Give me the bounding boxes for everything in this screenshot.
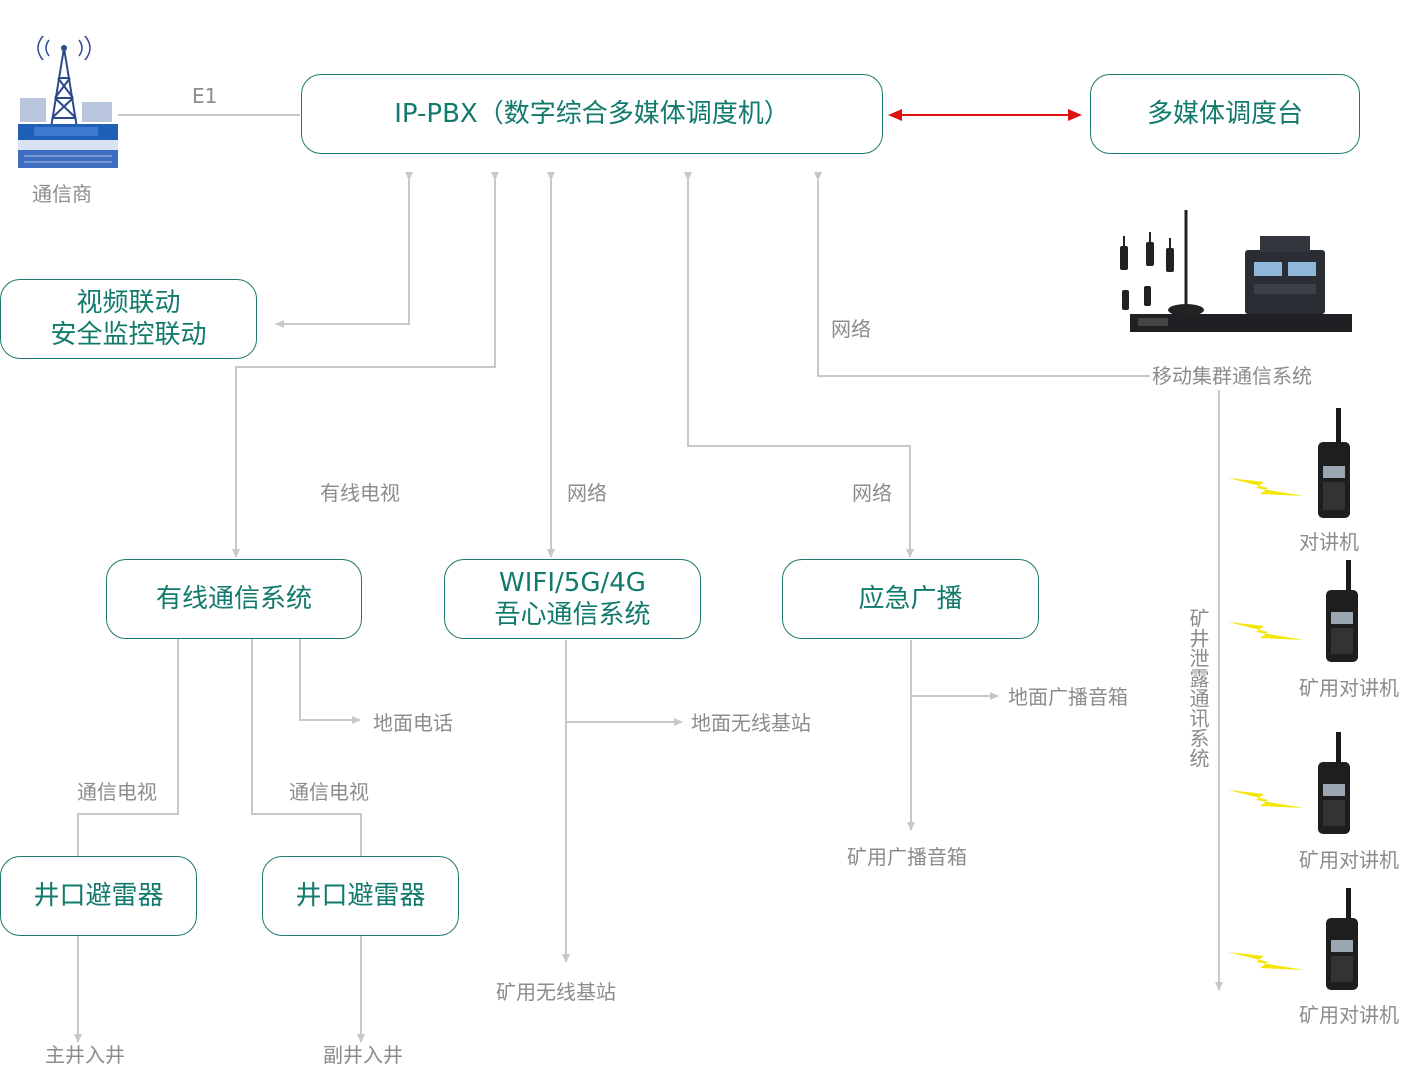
ground-speaker-label: 地面广播音箱 — [1008, 685, 1128, 709]
wifi-line2: 吾心通信系统 — [494, 600, 651, 630]
lightning-signal-icon — [1228, 952, 1304, 970]
radio-label-2: 矿用对讲机 — [1299, 676, 1399, 700]
wired-label: 有线通信系统 — [155, 584, 312, 614]
arrester-box-2: 井口避雷器 — [262, 856, 459, 936]
trunk-radio-equipment-icon — [1120, 210, 1352, 332]
console-label: 多媒体调度台 — [1146, 99, 1303, 129]
mine-speaker-label: 矿用广播音箱 — [847, 845, 967, 869]
walkie-talkie-icon — [1326, 560, 1358, 662]
multimedia-console-box: 多媒体调度台 — [1090, 74, 1360, 154]
radio-label-3: 矿用对讲机 — [1299, 848, 1399, 872]
wifi-system-box: WIFI/5G/4G 吾心通信系统 — [444, 559, 701, 639]
lightning-signal-icon — [1228, 622, 1304, 640]
main-shaft-label: 主井入井 — [45, 1043, 125, 1067]
lightning-signal-icon — [1228, 478, 1304, 496]
video-linkage-box: 视频联动 安全监控联动 — [0, 279, 257, 359]
leaky-system-label: 矿井泄露通讯系统 — [1184, 608, 1213, 768]
network-trunk-label: 网络 — [831, 317, 871, 341]
walkie-talkie-icon — [1318, 732, 1350, 834]
e1-label: E1 — [192, 84, 218, 108]
wifi-line1: WIFI/5G/4G — [499, 568, 646, 598]
network-wifi-label: 网络 — [567, 481, 607, 505]
radio-label-4: 矿用对讲机 — [1299, 1003, 1399, 1027]
cell-tower-icon — [18, 35, 118, 168]
wired-system-box: 有线通信系统 — [106, 559, 362, 639]
emergency-broadcast-box: 应急广播 — [782, 559, 1039, 639]
mine-wireless-label: 矿用无线基站 — [496, 980, 616, 1004]
comm-tv-label-1: 通信电视 — [77, 780, 157, 804]
video-line1: 视频联动 — [76, 288, 181, 318]
carrier-label: 通信商 — [32, 182, 92, 206]
arrester-label-2: 井口避雷器 — [295, 881, 426, 911]
ground-wireless-label: 地面无线基站 — [691, 711, 811, 735]
network-broadcast-label: 网络 — [852, 481, 892, 505]
ip-pbx-label: IP-PBX（数字综合多媒体调度机） — [394, 99, 790, 129]
ip-pbx-box: IP-PBX（数字综合多媒体调度机） — [301, 74, 883, 154]
trunk-system-label: 移动集群通信系统 — [1152, 364, 1312, 388]
radio-label-1: 对讲机 — [1299, 530, 1359, 554]
cable-tv-label: 有线电视 — [320, 481, 400, 505]
arrester-label-1: 井口避雷器 — [33, 881, 164, 911]
comm-tv-label-2: 通信电视 — [289, 780, 369, 804]
ground-phone-label: 地面电话 — [373, 711, 453, 735]
walkie-talkie-icon — [1318, 408, 1350, 518]
video-line2: 安全监控联动 — [50, 320, 207, 350]
lightning-signal-icon — [1228, 790, 1304, 808]
aux-shaft-label: 副井入井 — [323, 1043, 403, 1067]
broadcast-label: 应急广播 — [858, 584, 963, 614]
walkie-talkie-icon — [1326, 888, 1358, 990]
arrester-box-1: 井口避雷器 — [0, 856, 197, 936]
